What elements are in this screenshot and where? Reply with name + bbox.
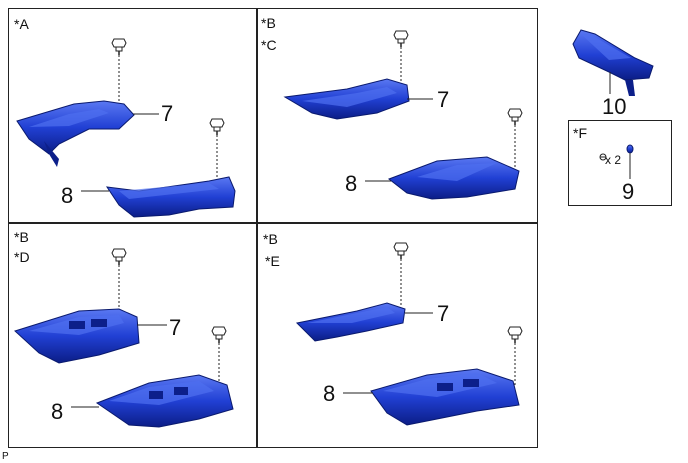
figure-code: P (2, 451, 9, 462)
bolt-icon (209, 118, 225, 136)
part-number-8: 8 (345, 171, 358, 196)
panel-bc: *B *C 7 8 (256, 8, 538, 224)
bolt-icon (111, 248, 127, 266)
upper-tray-7 (16, 100, 135, 167)
bracket-drawing (572, 29, 654, 96)
quantity-label: x 2 (605, 153, 622, 167)
bolt-icon (507, 108, 523, 126)
clip-9 (626, 144, 634, 154)
panel-f-drawing (599, 144, 634, 179)
bracket-10 (572, 29, 654, 96)
panel-be-drawing (295, 242, 523, 426)
panel-bd-drawing (14, 248, 234, 428)
part-number-9: 9 (622, 179, 635, 204)
panel-f: *F x 2 9 (568, 120, 672, 206)
bolt-icon (393, 30, 409, 48)
part-number-7: 7 (169, 315, 182, 340)
bolt-icon (393, 242, 409, 260)
variant-tag-b: *B (263, 231, 278, 247)
variant-tag-c: *C (261, 37, 277, 53)
lower-tray-8 (370, 368, 520, 426)
part-number-8: 8 (51, 399, 64, 424)
part-number-7: 7 (437, 87, 450, 112)
part-number-7: 7 (161, 101, 174, 126)
panel-be: *B *E 7 8 (256, 222, 538, 448)
variant-tag-d: *D (14, 249, 30, 265)
variant-tag-f: *F (573, 125, 587, 141)
bolt-icon (211, 326, 227, 344)
lower-tray-8 (95, 374, 234, 428)
variant-tag-b: *B (14, 229, 29, 245)
variant-tag-e: *E (265, 253, 280, 269)
part-number-7: 7 (437, 301, 450, 326)
variant-tag-b: *B (261, 15, 276, 31)
lower-tray-8 (387, 156, 520, 200)
panel-bc-drawing (283, 30, 523, 200)
clip-icon (599, 153, 607, 161)
bolt-icon (111, 38, 127, 56)
lower-tray-8 (105, 176, 236, 218)
panel-bd: *B *D 7 8 (8, 222, 258, 448)
bolt-icon (507, 326, 523, 344)
part-number-10: 10 (602, 94, 627, 119)
part-number-8: 8 (323, 381, 336, 406)
variant-tag-a: *A (14, 16, 29, 32)
upper-tray-7 (283, 78, 410, 120)
panel-a: *A 7 8 (8, 8, 258, 224)
upper-tray-7 (295, 302, 406, 342)
upper-tray-7 (14, 308, 140, 364)
panel-a-drawing (16, 38, 236, 218)
part-number-8: 8 (61, 183, 74, 208)
